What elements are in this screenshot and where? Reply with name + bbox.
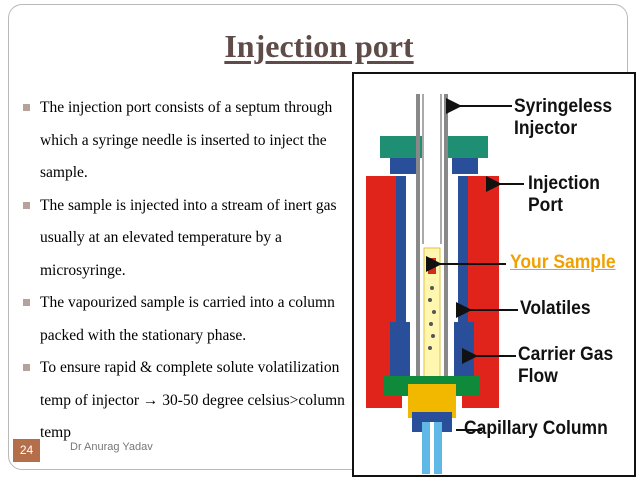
volatile-dot	[431, 334, 435, 338]
label-carrier-gas-flow: Carrier Gas Flow	[518, 344, 613, 388]
needle-inner-right	[440, 94, 442, 244]
cap-nut-right	[452, 158, 478, 174]
label-line: Injector	[514, 118, 578, 139]
injection-port-illustration	[352, 72, 636, 477]
label-line: Port	[528, 195, 563, 216]
bullet-list: The injection port consists of a septum …	[22, 92, 367, 450]
slide-title: Injection port	[224, 28, 414, 64]
column-bore	[430, 422, 434, 474]
liner-thread-left	[390, 322, 410, 382]
label-line: Injection	[528, 173, 600, 194]
volatile-dot	[428, 298, 432, 302]
injection-port-diagram: Syringeless Injector Injection Port Your…	[352, 72, 638, 479]
septum-cap-left	[380, 136, 424, 158]
volatile-dot	[430, 286, 434, 290]
label-capillary-column: Capillary Column	[464, 418, 608, 439]
liner-wall-left	[396, 176, 406, 376]
page-number: 24	[13, 439, 40, 462]
volatile-dot	[429, 322, 433, 326]
label-line: Syringeless	[514, 96, 613, 117]
label-line: Carrier Gas	[518, 344, 614, 365]
needle-tube-right	[444, 94, 448, 384]
volatile-dot	[432, 310, 436, 314]
needle-tube-left	[416, 94, 420, 384]
sample-plug	[428, 258, 436, 274]
needle-inner-left	[422, 94, 424, 244]
label-injection-port: Injection Port	[528, 173, 600, 217]
liner-wall-right	[458, 176, 468, 376]
septum-cap-right	[444, 136, 488, 158]
liner-thread-right	[454, 322, 474, 382]
label-your-sample: Your Sample	[510, 252, 616, 273]
bullet-item: The sample is injected into a stream of …	[22, 190, 367, 288]
label-volatiles: Volatiles	[520, 298, 591, 319]
bullet-item: The vapourized sample is carried into a …	[22, 287, 367, 352]
label-syringeless-injector: Syringeless Injector	[514, 96, 612, 140]
bullet-item: The injection port consists of a septum …	[22, 92, 367, 190]
volatile-dot	[428, 346, 432, 350]
bullet-item: To ensure rapid & complete solute volati…	[22, 352, 367, 450]
label-line: Flow	[518, 366, 558, 387]
cap-nut-left	[390, 158, 416, 174]
footer-author: Dr Anurag Yadav	[70, 441, 153, 453]
